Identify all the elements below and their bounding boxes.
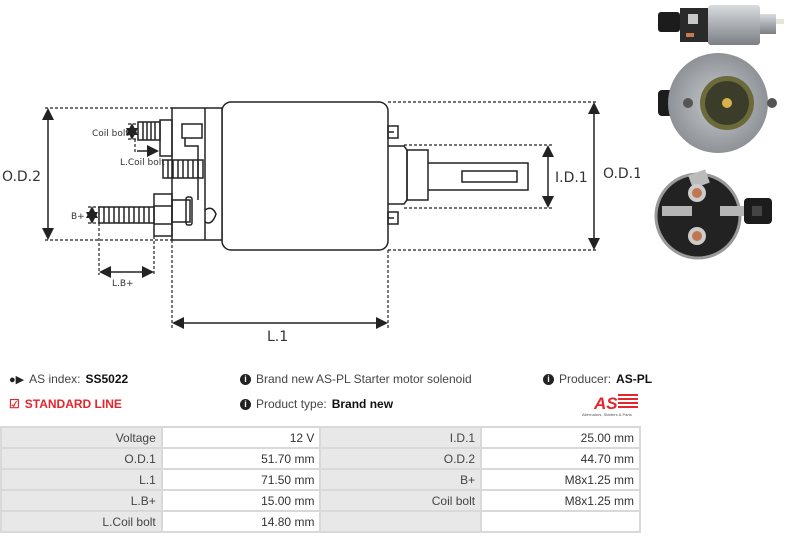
l-b-plus-label: L.B+ — [112, 279, 134, 289]
info-icon: i — [240, 398, 251, 410]
spec-value: 44.70 mm — [480, 447, 641, 470]
logo-text: AS — [593, 394, 618, 413]
producer-value: AS-PL — [616, 372, 653, 386]
spec-label: O.D.2 — [319, 447, 483, 470]
as-index: ●▶ AS index: SS5022 — [9, 372, 129, 386]
description: i Brand new AS-PL Starter motor solenoid — [240, 372, 472, 386]
as-pl-logo: AS Alternators, Starters & Parts — [582, 394, 638, 417]
photo-front-view[interactable] — [658, 53, 777, 153]
l1-label: L.1 — [267, 329, 288, 345]
spec-label: L.1 — [0, 468, 163, 491]
producer: i Producer: AS-PL — [543, 372, 652, 386]
info-icon: i — [543, 373, 554, 385]
b-plus-bolt — [98, 193, 193, 237]
plunger — [428, 162, 529, 191]
tags-icon: ●▶ — [9, 373, 25, 386]
logo-tagline: Alternators, Starters & Parts — [582, 412, 632, 417]
spec-label: Voltage — [0, 426, 163, 449]
spec-label: L.Coil bolt — [0, 510, 163, 533]
id1-label: I.D.1 — [555, 170, 588, 186]
spec-label: Coil bolt — [319, 489, 483, 512]
coil-bolt-label: Coil bolt — [92, 129, 129, 139]
rear-cap — [171, 107, 223, 241]
product-type-value: Brand new — [331, 397, 394, 411]
photo-terminal-view[interactable] — [654, 169, 772, 260]
product-photos — [654, 5, 784, 260]
l-coil-bolt-thread — [162, 159, 204, 179]
spec-label: B+ — [319, 468, 483, 491]
spec-label: O.D.1 — [0, 447, 163, 470]
b-plus-label: B+ — [71, 212, 85, 222]
od2-label: O.D.2 — [2, 169, 41, 185]
info-icon: i — [240, 373, 251, 385]
spec-value: 25.00 mm — [480, 426, 641, 449]
checkbox-checked-icon: ☑ — [9, 397, 20, 411]
plunger-housing — [406, 149, 429, 201]
spec-value: M8x1.25 mm — [480, 468, 641, 491]
spec-value: 51.70 mm — [160, 447, 322, 470]
spec-label: I.D.1 — [319, 426, 483, 449]
l-coil-bolt-label: L.Coil bolt — [120, 158, 165, 168]
coil-bolt — [137, 121, 161, 141]
spec-value: M8x1.25 mm — [480, 489, 641, 512]
od1-label: O.D.1 — [603, 166, 640, 182]
spec-value: 12 V — [160, 426, 322, 449]
spec-value: 15.00 mm — [160, 489, 322, 512]
standard-line-badge: ☑ STANDARD LINE — [9, 397, 122, 411]
spec-label — [319, 510, 483, 533]
as-index-value: SS5022 — [85, 372, 129, 386]
product-type: i Product type: Brand new — [240, 397, 393, 411]
solenoid-body — [221, 101, 389, 251]
photo-side-view[interactable] — [658, 5, 784, 45]
spec-value: 14.80 mm — [160, 510, 322, 533]
spec-value: 71.50 mm — [160, 468, 322, 491]
technical-drawing: O.D.2 O.D.1 I.D.1 L.1 Coil bolt L.Coil b… — [2, 101, 640, 345]
spec-label: L.B+ — [0, 489, 163, 512]
spec-value — [480, 510, 641, 533]
